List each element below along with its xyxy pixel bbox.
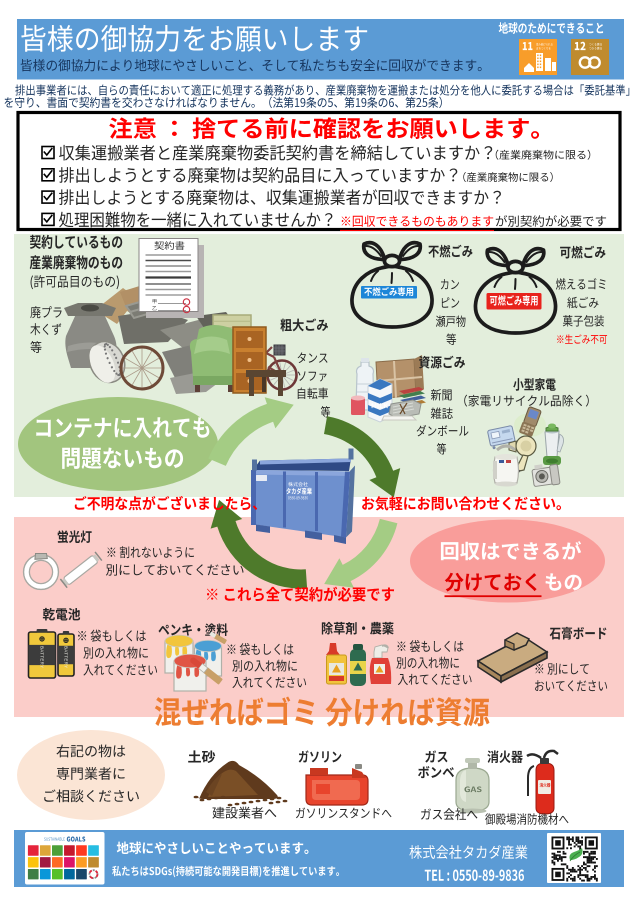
svg-text:BATTERY: BATTERY (40, 646, 45, 668)
svg-text:BATTERY: BATTERY (64, 646, 69, 668)
